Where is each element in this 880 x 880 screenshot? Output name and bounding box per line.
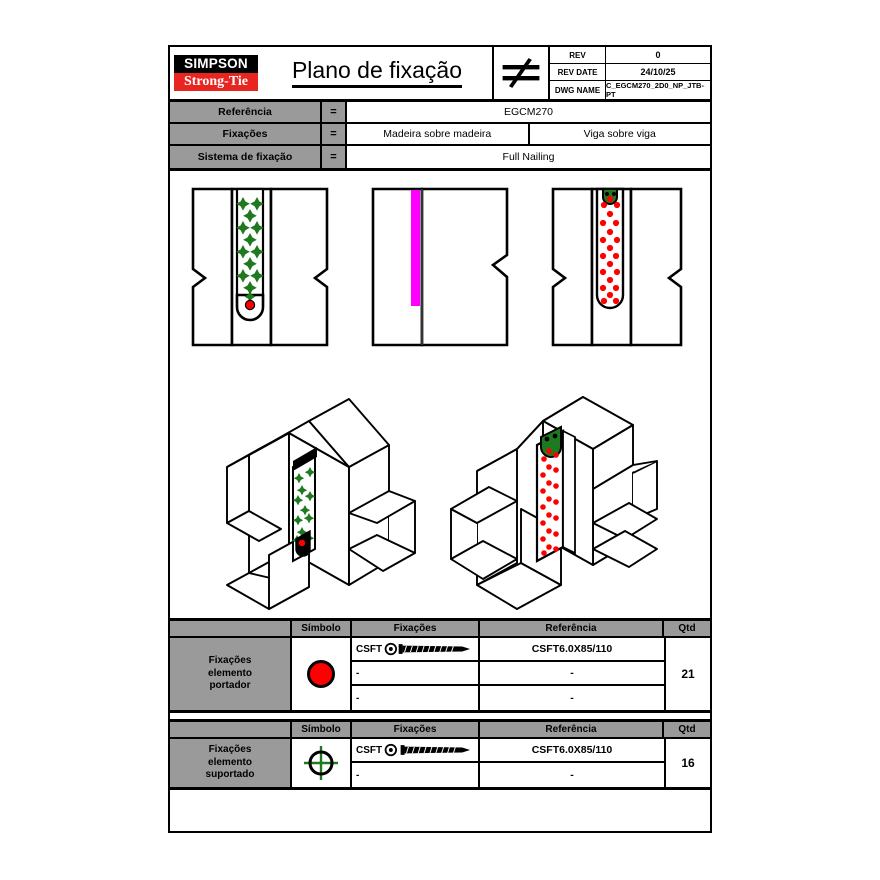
- legend-header-blank: [170, 722, 292, 737]
- info-equals: =: [322, 124, 347, 144]
- rev-date-row: REV DATE 24/10/25: [550, 64, 710, 81]
- legend-reference-cell: -: [570, 667, 574, 679]
- legend-rows-carrier: CSFT: [352, 638, 664, 710]
- legend-fixing-cell: -: [352, 662, 480, 684]
- info-table: Referência = EGCM270 Fixações = Madeira …: [170, 102, 710, 171]
- views-3d-row: [170, 363, 710, 613]
- dwg-name-row: DWG NAME C_EGCM270_2D0_NP_JTB-PT: [550, 81, 710, 99]
- legend-fixing-cell: -: [352, 686, 480, 710]
- info-value: Full Nailing: [502, 151, 555, 163]
- logo-strongtie-text: Strong-Tie: [174, 72, 258, 91]
- legend-rows-supported: CSFT: [352, 739, 664, 787]
- legend-category-line: suportado: [205, 769, 255, 781]
- screw-icon: [384, 642, 471, 656]
- red-dot-markers: [599, 195, 621, 305]
- info-value: Viga sobre viga: [527, 124, 711, 144]
- red-dot-marker: [244, 299, 256, 311]
- info-label: Fixações: [170, 124, 322, 144]
- info-label: Sistema de fixação: [170, 146, 322, 168]
- legend-category-line: elemento: [208, 756, 252, 768]
- legend-table-supported: Símbolo Fixações Referência Qtd Fixações…: [170, 719, 710, 790]
- sheet-title-text: Plano de fixação: [291, 58, 463, 88]
- not-equal-icon-cell: [492, 47, 548, 99]
- view-iso-supported: [226, 398, 416, 610]
- revision-block: REV 0 REV DATE 24/10/25 DWG NAME C_EGCM2…: [548, 47, 710, 99]
- legend-symbol-red-circle: [292, 638, 352, 710]
- info-label: Referência: [170, 102, 322, 122]
- dwg-name-label: DWG NAME: [550, 81, 606, 99]
- dwg-name-value: C_EGCM270_2D0_NP_JTB-PT: [606, 81, 704, 99]
- legend-symbol-green-crosshair: [292, 739, 352, 787]
- table-row: - -: [352, 763, 664, 787]
- legend-header-reference: Referência: [480, 722, 664, 737]
- info-row-sistema: Sistema de fixação = Full Nailing: [170, 146, 710, 168]
- legend-table-carrier: Símbolo Fixações Referência Qtd Fixações…: [170, 618, 710, 713]
- info-value: Madeira sobre madeira: [383, 128, 492, 140]
- view-side-section: [371, 187, 509, 347]
- legend-fixing-label: CSFT: [356, 643, 383, 655]
- view-front-supported: [191, 187, 329, 347]
- drawing-sheet: SIMPSON Strong-Tie Plano de fixação REV …: [168, 45, 712, 833]
- legend-header-qty: Qtd: [664, 722, 710, 737]
- legend-fixing-label: CSFT: [356, 744, 383, 756]
- legend-header-symbol: Símbolo: [292, 621, 352, 636]
- legend-header-row: Símbolo Fixações Referência Qtd: [170, 722, 710, 739]
- legend-reference-cell: CSFT6.0X85/110: [531, 643, 613, 655]
- red-dot-markers-3d: [540, 448, 559, 556]
- table-row: - -: [352, 686, 664, 710]
- info-equals: =: [322, 146, 347, 168]
- rev-label: REV: [550, 47, 606, 63]
- legend-header-fixings: Fixações: [352, 722, 480, 737]
- legend-category-supported: Fixações elemento suportado: [170, 739, 292, 787]
- rev-value: 0: [655, 50, 661, 60]
- legend-fixing-cell: -: [352, 763, 480, 787]
- legend-header-fixings: Fixações: [352, 621, 480, 636]
- view-iso-carrier: [450, 396, 658, 610]
- legend-category-line: portador: [209, 680, 251, 692]
- red-dot-marker-3d: [298, 539, 306, 547]
- legend-reference-cell: -: [570, 692, 574, 704]
- info-row-referencia: Referência = EGCM270: [170, 102, 710, 124]
- rev-date-value: 24/10/25: [640, 67, 676, 77]
- sheet-title: Plano de fixação: [262, 47, 492, 99]
- legend-fixing-cell: CSFT: [352, 638, 480, 660]
- green-crosshair-circle-icon: [304, 746, 338, 780]
- table-row: - -: [352, 662, 664, 686]
- logo-simpson-text: SIMPSON: [174, 55, 258, 73]
- rev-date-label: REV DATE: [550, 64, 606, 80]
- legend-header-blank: [170, 621, 292, 636]
- info-equals: =: [322, 102, 347, 122]
- legend-category-line: Fixações: [208, 655, 252, 667]
- legend-header-qty: Qtd: [664, 621, 710, 636]
- legend-fixing-cell: CSFT: [352, 739, 480, 761]
- rev-row: REV 0: [550, 47, 710, 64]
- view-front-carrier: [551, 187, 683, 347]
- legend-category-line: elemento: [208, 667, 252, 679]
- legend-header-reference: Referência: [480, 621, 664, 636]
- title-block: SIMPSON Strong-Tie Plano de fixação REV …: [170, 47, 710, 102]
- legend-qty-supported: 16: [664, 739, 710, 787]
- legend-category-line: Fixações: [208, 744, 252, 756]
- not-equal-icon: [502, 58, 540, 88]
- simpson-strongtie-logo: SIMPSON Strong-Tie: [170, 47, 262, 99]
- legend-reference-cell: -: [570, 769, 574, 781]
- legend-qty-carrier: 21: [664, 638, 710, 710]
- views-2d-row: [170, 183, 710, 351]
- green-cross-markers: [236, 197, 264, 303]
- info-row-fixacoes: Fixações = Madeira sobre madeira Viga so…: [170, 124, 710, 146]
- red-filled-circle-icon: [307, 660, 335, 688]
- legend-header-symbol: Símbolo: [292, 722, 352, 737]
- screw-icon: [384, 743, 471, 757]
- table-row: CSFT: [352, 638, 664, 662]
- legend-body: Fixações elemento portador CSFT: [170, 638, 710, 710]
- magenta-highlight-strip: [411, 190, 420, 306]
- legend-category-carrier: Fixações elemento portador: [170, 638, 292, 710]
- legend-body: Fixações elemento suportado CSFT: [170, 739, 710, 787]
- table-row: CSFT: [352, 739, 664, 763]
- drawing-area: [170, 171, 710, 618]
- legend-header-row: Símbolo Fixações Referência Qtd: [170, 621, 710, 638]
- legend-reference-cell: CSFT6.0X85/110: [531, 744, 613, 756]
- info-value: EGCM270: [503, 106, 554, 118]
